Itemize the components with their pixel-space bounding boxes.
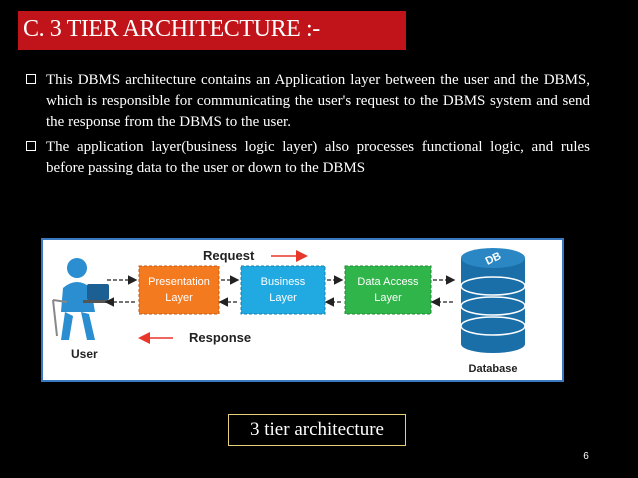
architecture-diagram-svg: Request User Presentation Layer Business… [52, 248, 526, 375]
user-icon [52, 258, 113, 340]
caption-box: 3 tier architecture [228, 414, 406, 446]
presentation-layer-label: Presentation [148, 276, 210, 288]
slide-title: C. 3 TIER ARCHITECTURE :- [23, 16, 320, 42]
caption-text: 3 tier architecture [250, 419, 384, 440]
checkbox-bullet-icon [26, 141, 36, 151]
data-access-layer-box [344, 265, 432, 315]
presentation-layer-label-2: Layer [165, 292, 193, 304]
bullet-text: The application layer(business logic lay… [46, 139, 590, 176]
bullet-item: This DBMS architecture contains an Appli… [26, 70, 590, 133]
response-label: Response [189, 330, 251, 345]
bullet-text: This DBMS architecture contains an Appli… [46, 72, 590, 130]
architecture-diagram: Request User Presentation Layer Business… [41, 238, 564, 382]
user-label: User [71, 347, 98, 361]
database-label: Database [469, 363, 518, 375]
title-bar: C. 3 TIER ARCHITECTURE :- [18, 11, 406, 50]
presentation-layer-box [138, 265, 220, 315]
request-label: Request [203, 248, 255, 263]
data-access-layer-label-2: Layer [374, 292, 402, 304]
data-access-layer-label: Data Access [357, 276, 419, 288]
page-number: 6 [583, 451, 589, 462]
checkbox-bullet-icon [26, 74, 36, 84]
business-layer-box [240, 265, 326, 315]
bullet-item: The application layer(business logic lay… [26, 137, 590, 179]
business-layer-label: Business [261, 276, 306, 288]
bullet-list: This DBMS architecture contains an Appli… [26, 70, 590, 183]
business-layer-label-2: Layer [269, 292, 297, 304]
database-icon [460, 248, 526, 353]
